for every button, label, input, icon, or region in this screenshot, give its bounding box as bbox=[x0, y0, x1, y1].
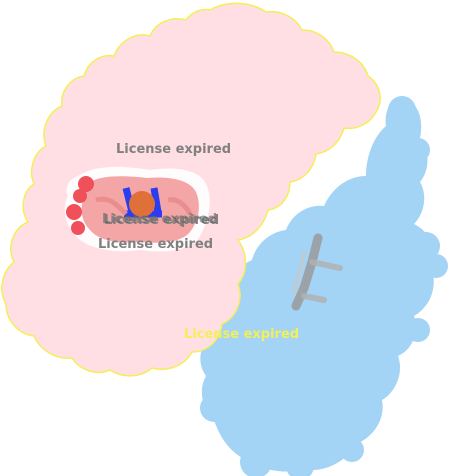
ligand bbox=[64, 166, 210, 252]
watermark-text-center-b: License expired bbox=[102, 212, 217, 227]
watermark-text-center-a: License expired bbox=[104, 213, 219, 228]
grey-molecule bbox=[291, 233, 343, 311]
watermark-text-lower: License expired bbox=[98, 237, 213, 252]
watermark-text-top: License expired bbox=[116, 142, 231, 157]
watermark-text-blue: License expired bbox=[184, 327, 299, 342]
blue-surface bbox=[200, 96, 448, 476]
